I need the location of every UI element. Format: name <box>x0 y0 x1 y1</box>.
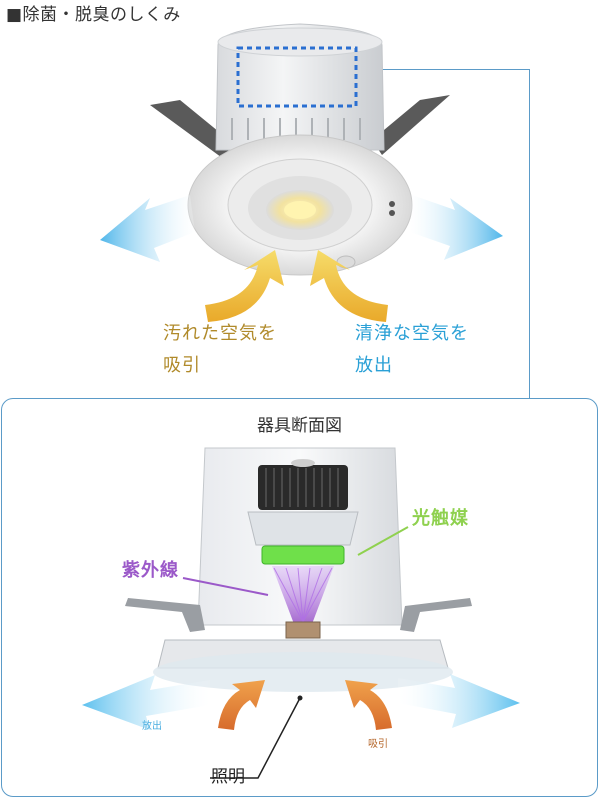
outflow-label: 放出 <box>142 721 162 732</box>
dirty-air-line2: 吸引 <box>163 355 201 376</box>
cross-section-title: 器具断面図 <box>257 416 342 436</box>
clean-air-line1: 清浄な空気を <box>355 323 469 344</box>
connector-line <box>380 69 530 399</box>
clean-air-line2: 放出 <box>355 355 393 376</box>
dirty-air-label: 汚れた空気を 吸引 <box>163 318 313 382</box>
intake-label: 吸引 <box>368 739 388 750</box>
photocatalyst-label: 光触媒 <box>412 508 469 529</box>
uv-label: 紫外線 <box>122 560 179 581</box>
light-label: 照明 <box>211 767 245 787</box>
downlight-device-illustration <box>100 23 503 322</box>
clean-air-label: 清浄な空気を 放出 <box>355 318 505 382</box>
page-title: ■除菌・脱臭のしくみ <box>6 5 181 25</box>
dirty-air-line1: 汚れた空気を <box>163 323 277 344</box>
